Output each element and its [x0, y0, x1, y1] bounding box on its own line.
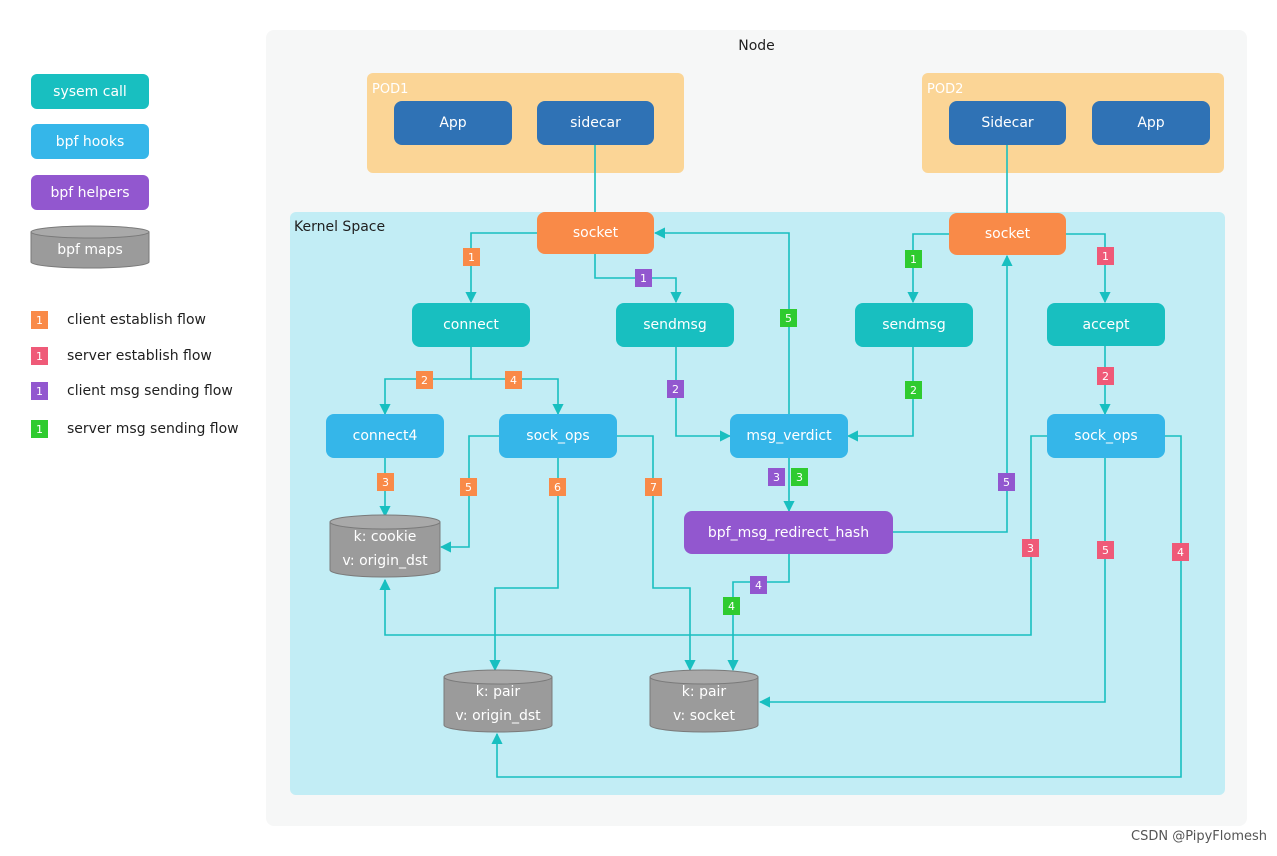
pair-socket-map-key: k: pair	[681, 684, 727, 700]
pod1-label: POD1	[372, 82, 409, 97]
step-badge-client-establish-4: 4	[505, 371, 522, 389]
watermark: CSDN @PipyFlomesh	[1131, 829, 1268, 844]
legend-helpers: bpf helpers	[31, 175, 149, 210]
redirect-helper-node: bpf_msg_redirect_hash	[684, 511, 893, 554]
cookie-map-shape	[329, 514, 441, 578]
step-badge-server-establish-5: 5	[1097, 541, 1114, 559]
pair-dst-map-key: k: pair	[475, 684, 521, 700]
pod2-label: POD2	[927, 82, 964, 97]
socket-left-node: socket	[537, 212, 654, 254]
legend-maps-label: bpf maps	[57, 242, 123, 258]
legend-flow-swatch: 1	[31, 311, 48, 329]
legend-flow-server-establish: 1 server establish flow	[31, 347, 212, 365]
legend-flow-swatch: 1	[31, 347, 48, 365]
step-badge-client-msg-1: 1	[635, 269, 652, 287]
cookie-map-value: v: origin_dst	[342, 553, 428, 569]
step-badge-server-msg-2: 2	[905, 381, 922, 399]
connect-node: connect	[412, 303, 530, 347]
step-badge-client-establish-7: 7	[645, 478, 662, 496]
legend-flow-swatch: 1	[31, 420, 48, 438]
msg-verdict-node: msg_verdict	[730, 414, 848, 458]
legend-flow-client-msg: 1 client msg sending flow	[31, 382, 233, 400]
step-badge-client-establish-5: 5	[460, 478, 477, 496]
pair-socket-map-value: v: socket	[673, 708, 735, 724]
legend-syscall: sysem call	[31, 74, 149, 109]
connect4-node: connect4	[326, 414, 444, 458]
legend-flow-swatch: 1	[31, 382, 48, 400]
step-badge-server-msg-4: 4	[723, 597, 740, 615]
legend-flow-client-establish: 1 client establish flow	[31, 311, 206, 329]
legend-flow-label: client establish flow	[67, 312, 206, 328]
accept-node: accept	[1047, 303, 1165, 346]
pair-socket-map-shape	[649, 669, 759, 733]
step-badge-client-msg-5: 5	[998, 473, 1015, 491]
sock-ops-left-node: sock_ops	[499, 414, 617, 458]
socket-right-node: socket	[949, 213, 1066, 255]
step-badge-client-establish-1: 1	[463, 248, 480, 266]
step-badge-server-establish-2: 2	[1097, 367, 1114, 385]
step-badge-server-establish-4: 4	[1172, 543, 1189, 561]
step-badge-server-msg-1: 1	[905, 250, 922, 268]
pod1-sidecar-box: sidecar	[537, 101, 654, 145]
step-badge-server-msg-3: 3	[791, 468, 808, 486]
legend-map-shape	[30, 225, 150, 269]
step-badge-server-establish-1: 1	[1097, 247, 1114, 265]
cookie-map-key: k: cookie	[353, 529, 417, 545]
pod2-sidecar-box: Sidecar	[949, 101, 1066, 145]
legend-flow-server-msg: 1 server msg sending flow	[31, 420, 239, 438]
sendmsg-left-node: sendmsg	[616, 303, 734, 347]
step-badge-client-msg-4: 4	[750, 576, 767, 594]
legend-flow-label: server establish flow	[67, 348, 212, 364]
step-badge-client-establish-6: 6	[549, 478, 566, 496]
pair-dst-map-value: v: origin_dst	[455, 708, 541, 724]
step-badge-server-msg-5: 5	[780, 309, 797, 327]
legend-flow-label: client msg sending flow	[67, 383, 233, 399]
legend-flow-label: server msg sending flow	[67, 421, 239, 437]
step-badge-server-establish-3: 3	[1022, 539, 1039, 557]
step-badge-client-establish-3: 3	[377, 473, 394, 491]
legend-hooks: bpf hooks	[31, 124, 149, 159]
step-badge-client-msg-3: 3	[768, 468, 785, 486]
pod1-app-box: App	[394, 101, 512, 145]
step-badge-client-establish-2: 2	[416, 371, 433, 389]
step-badge-client-msg-2: 2	[667, 380, 684, 398]
node-title: Node	[738, 38, 775, 54]
sendmsg-right-node: sendmsg	[855, 303, 973, 347]
pair-dst-map-shape	[443, 669, 553, 733]
kernel-space-label: Kernel Space	[294, 219, 386, 235]
sock-ops-right-node: sock_ops	[1047, 414, 1165, 458]
pod2-app-box: App	[1092, 101, 1210, 145]
